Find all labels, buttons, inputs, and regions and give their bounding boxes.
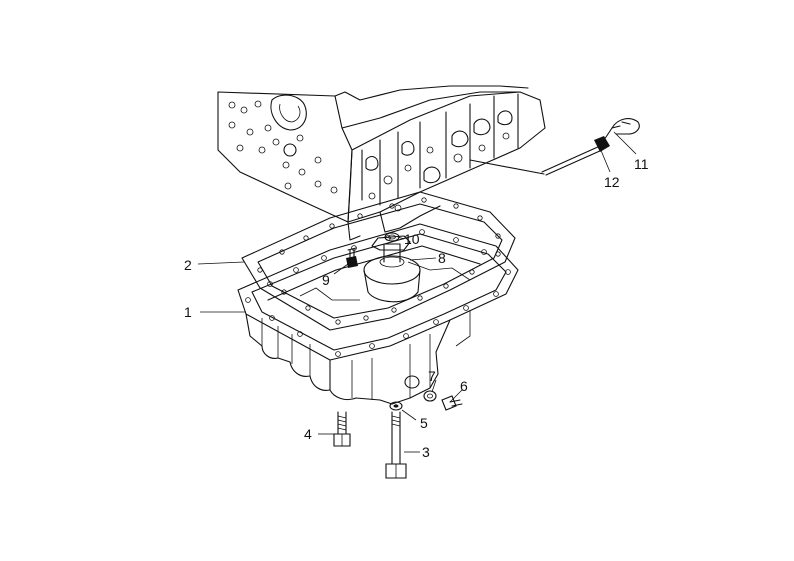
washer — [389, 401, 403, 411]
callout-2: 2 — [184, 257, 192, 273]
dipstick — [469, 118, 640, 176]
callout-6: 6 — [460, 378, 468, 394]
callout-12: 12 — [604, 174, 620, 190]
drain-washer — [423, 390, 437, 402]
pan-bolt — [333, 411, 351, 447]
callout-3: 3 — [422, 444, 430, 460]
drain-plug — [441, 395, 463, 411]
callout-7: 7 — [428, 368, 436, 384]
callout-9: 9 — [322, 272, 330, 288]
oil-strainer — [363, 235, 421, 303]
callout-1: 1 — [184, 304, 192, 320]
callout-10: 10 — [404, 231, 420, 247]
callout-4: 4 — [304, 426, 312, 442]
leader-lines — [197, 131, 637, 453]
callout-8: 8 — [438, 250, 446, 266]
callout-11: 11 — [634, 156, 649, 172]
strainer-bolt — [346, 247, 358, 268]
long-bolt — [385, 411, 407, 479]
callout-5: 5 — [420, 415, 428, 431]
gasket — [241, 191, 516, 331]
engine-block — [217, 85, 546, 241]
